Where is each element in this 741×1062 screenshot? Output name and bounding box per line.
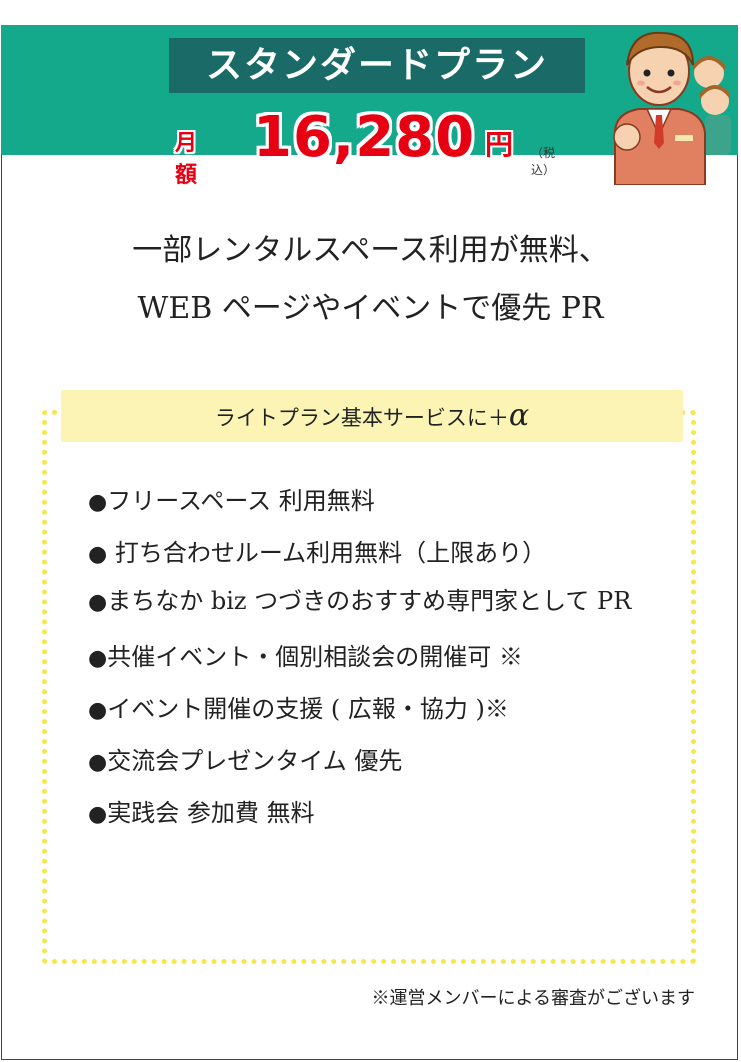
bullet-icon: ●: [88, 802, 108, 827]
feature-text: フリースペース 利用無料: [107, 487, 375, 515]
bullet-icon: ●: [88, 490, 108, 515]
footer-note: ※運営メンバーによる審査がございます: [371, 988, 695, 1009]
services-banner-alpha: α: [508, 398, 530, 433]
plan-headline: 一部レンタルスペース利用が無料、 WEB ページやイベントで優先 PR: [0, 222, 741, 338]
feature-list: ●フリースペース 利用無料 ● 打ち合わせルーム利用無料（上限あり） ●まちなか…: [88, 476, 678, 840]
headline-line-1: 一部レンタルスペース利用が無料、: [132, 233, 609, 268]
feature-text: 交流会プレゼンタイム 優先: [107, 747, 403, 775]
bullet-icon: ●: [88, 750, 108, 775]
plan-header: スタンダードプラン 月額 16,280 円 （税込）: [1, 25, 738, 188]
list-item: ●イベント開催の支援 ( 広報・協力 )※: [88, 684, 678, 736]
services-banner-text: ライトプラン基本サービスに＋: [214, 406, 509, 430]
list-item: ●交流会プレゼンタイム 優先: [88, 736, 678, 788]
list-item: ● 打ち合わせルーム利用無料（上限あり）: [88, 528, 678, 580]
price-value: 16,280: [253, 105, 476, 170]
plan-name: スタンダードプラン: [169, 38, 585, 93]
price-unit: 円: [485, 128, 514, 161]
staff-illustration-icon: [613, 31, 731, 185]
services-banner: ライトプラン基本サービスに＋α: [61, 390, 683, 442]
price-label: 月額: [175, 131, 198, 188]
feature-text: イベント開催の支援 ( 広報・協力 )※: [107, 695, 509, 723]
feature-text: 実践会 参加費 無料: [107, 799, 315, 827]
list-item: ●実践会 参加費 無料: [88, 788, 678, 840]
feature-text: 共催イベント・個別相談会の開催可 ※: [107, 643, 523, 671]
bullet-icon: ●: [88, 698, 108, 723]
list-item: ●フリースペース 利用無料: [88, 476, 678, 528]
headline-line-2: WEB ページやイベントで優先 PR: [137, 291, 604, 326]
bullet-icon: ●: [88, 542, 108, 567]
list-item: ●共催イベント・個別相談会の開催可 ※: [88, 632, 678, 684]
list-item: ●まちなか biz つづきのおすすめ専門家として PR: [88, 580, 678, 624]
bullet-icon: ●: [88, 646, 108, 671]
bullet-icon: ●: [88, 590, 108, 615]
feature-text: まちなか biz つづきのおすすめ専門家として PR: [107, 587, 632, 615]
tax-note: （税込）: [531, 146, 556, 177]
feature-text: 打ち合わせルーム利用無料（上限あり）: [107, 539, 547, 567]
plan-card: [1, 25, 738, 1060]
